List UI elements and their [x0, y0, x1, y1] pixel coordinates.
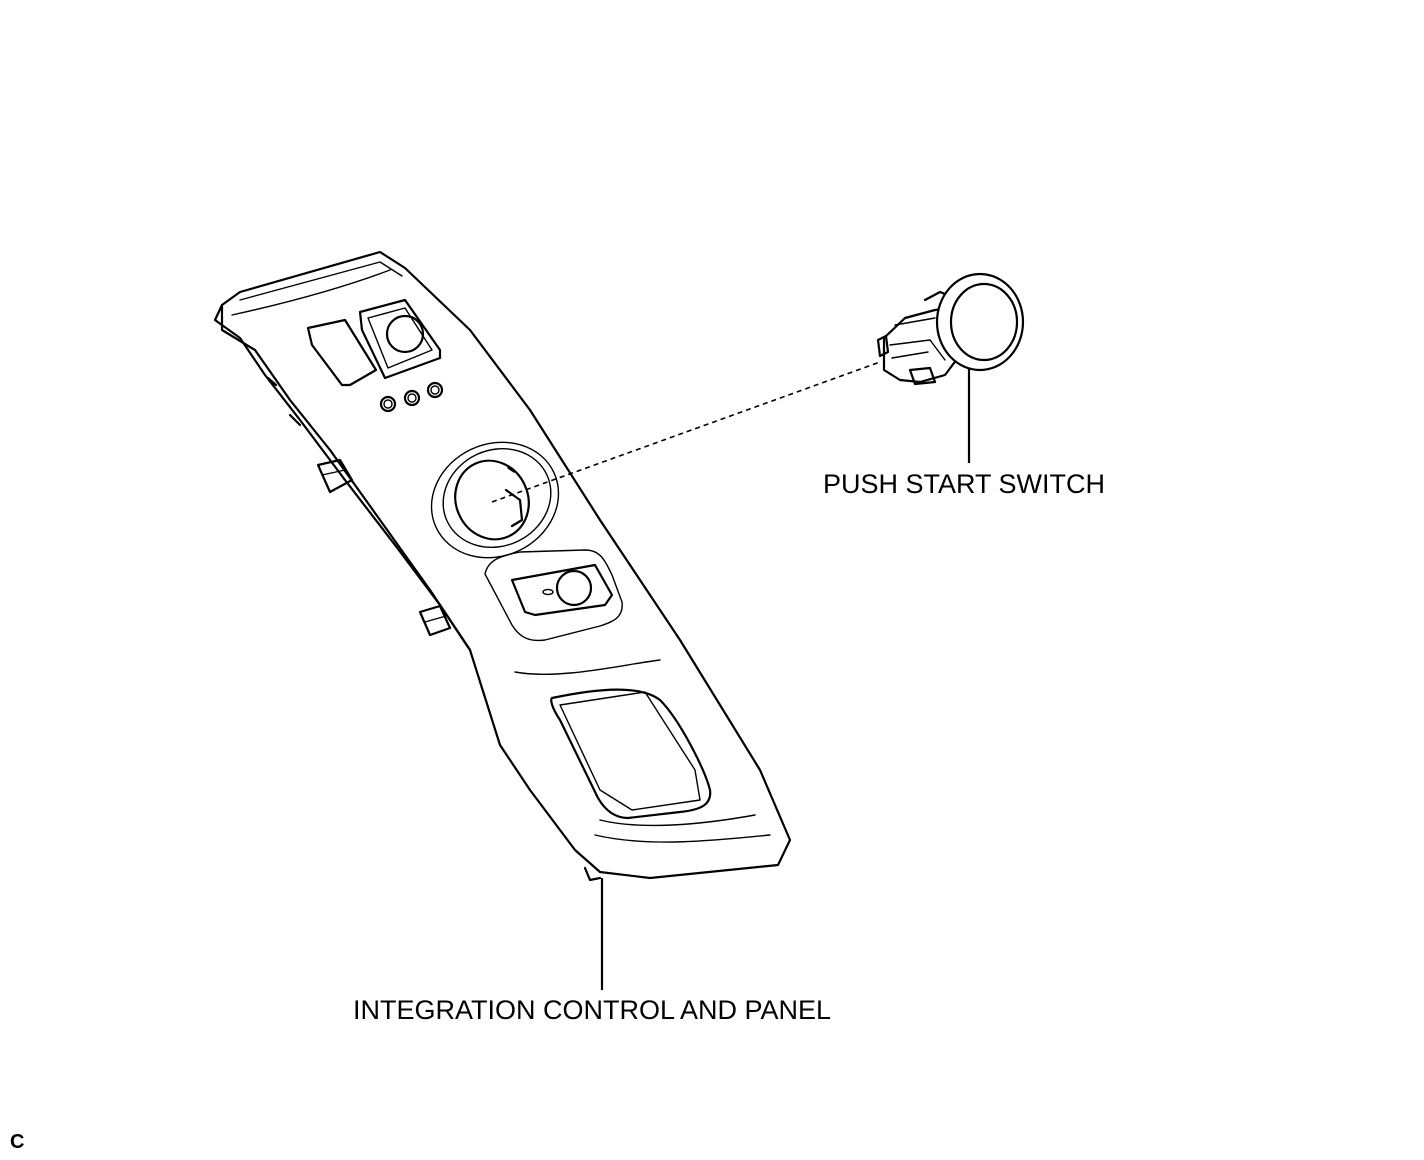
- push-start-switch-label: PUSH START SWITCH: [823, 469, 1106, 499]
- figure-code: C: [10, 1131, 25, 1153]
- integration-panel-label: INTEGRATION CONTROL AND PANEL: [353, 995, 832, 1025]
- alignment-dashed-line: [491, 361, 881, 503]
- push-start-switch: [876, 272, 1025, 386]
- integration-control-panel: [213, 250, 792, 882]
